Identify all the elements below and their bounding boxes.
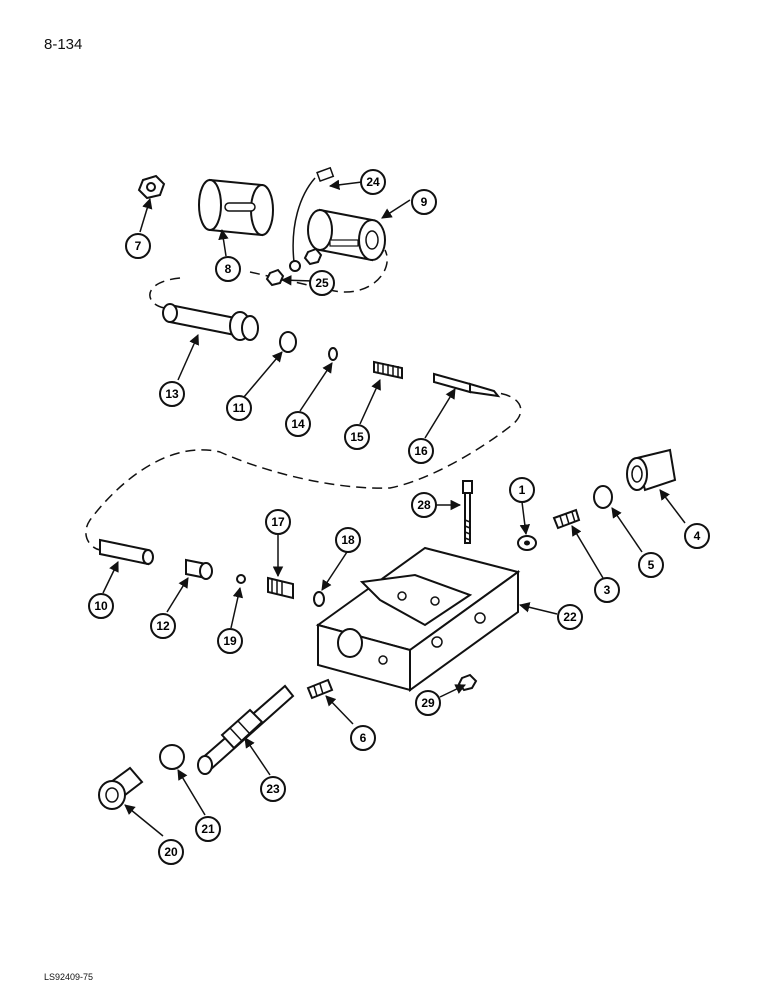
callout-8: 8 <box>215 256 241 282</box>
svg-text:14: 14 <box>291 417 305 431</box>
part-17-threaded-plug <box>267 576 294 600</box>
callout-24: 24 <box>360 169 386 195</box>
svg-text:1: 1 <box>519 483 526 497</box>
callout-10: 10 <box>88 593 114 619</box>
part-16-plunger <box>433 372 501 398</box>
callout-7: 7 <box>125 233 151 259</box>
assembly-dashed-line-middle <box>85 391 522 551</box>
callout-4: 4 <box>684 523 710 549</box>
callout-25: 25 <box>309 270 335 296</box>
part-28-bolt <box>462 480 473 544</box>
part-11-o-ring <box>279 331 297 353</box>
svg-text:20: 20 <box>164 845 178 859</box>
figure-code: LS92409-75 <box>44 972 94 982</box>
callout-14: 14 <box>285 411 311 437</box>
svg-text:3: 3 <box>604 583 611 597</box>
callout-23: 23 <box>260 776 286 802</box>
part-1-washer <box>517 535 537 551</box>
svg-text:16: 16 <box>414 444 428 458</box>
svg-text:24: 24 <box>366 175 380 189</box>
part-3-spring <box>552 508 581 530</box>
callout-29: 29 <box>415 690 441 716</box>
callout-1: 1 <box>509 477 535 503</box>
part-22-valve-body <box>315 546 521 692</box>
svg-text:19: 19 <box>223 634 237 648</box>
callout-16: 16 <box>408 438 434 464</box>
svg-text:18: 18 <box>341 533 355 547</box>
part-18-o-ring <box>313 591 325 607</box>
svg-text:29: 29 <box>421 696 435 710</box>
callout-13: 13 <box>159 381 185 407</box>
part-15-spring <box>373 360 403 380</box>
svg-text:6: 6 <box>360 731 367 745</box>
leader-lines <box>102 179 686 837</box>
svg-text:22: 22 <box>563 610 577 624</box>
callout-19: 19 <box>217 628 243 654</box>
part-14-washer <box>328 347 338 361</box>
part-19-ball <box>236 574 246 584</box>
part-9-solenoid <box>307 208 386 262</box>
svg-text:4: 4 <box>694 529 701 543</box>
svg-text:5: 5 <box>648 558 655 572</box>
callout-5: 5 <box>638 552 664 578</box>
svg-text:17: 17 <box>271 515 285 529</box>
callout-15: 15 <box>344 424 370 450</box>
callout-11: 11 <box>226 395 252 421</box>
svg-text:9: 9 <box>421 195 428 209</box>
part-20-plug <box>98 766 144 810</box>
callout-22: 22 <box>557 604 583 630</box>
part-12-plug <box>185 558 213 580</box>
svg-text:8: 8 <box>225 262 232 276</box>
callout-28: 28 <box>411 492 437 518</box>
part-29-nut <box>457 673 478 692</box>
part-23-spool <box>197 684 295 775</box>
part-24-wire-lead <box>289 166 335 272</box>
page-number: 8-134 <box>44 36 83 53</box>
part-4-fitting <box>626 448 677 492</box>
callout-20: 20 <box>158 839 184 865</box>
part-7-nut <box>137 174 166 200</box>
part-13-stem <box>162 303 259 341</box>
callout-17: 17 <box>265 509 291 535</box>
part-5-o-ring <box>593 485 613 509</box>
svg-text:11: 11 <box>233 401 246 415</box>
svg-text:23: 23 <box>266 782 280 796</box>
callout-6: 6 <box>350 725 376 751</box>
callout-18: 18 <box>335 527 361 553</box>
part-21-o-ring <box>159 744 185 770</box>
svg-text:12: 12 <box>156 619 170 633</box>
callout-3: 3 <box>594 577 620 603</box>
svg-text:10: 10 <box>94 599 108 613</box>
svg-text:7: 7 <box>135 239 142 253</box>
svg-text:25: 25 <box>315 276 329 290</box>
callout-12: 12 <box>150 613 176 639</box>
svg-text:13: 13 <box>165 387 179 401</box>
callout-21: 21 <box>195 816 221 842</box>
svg-text:28: 28 <box>417 498 431 512</box>
svg-text:15: 15 <box>350 430 364 444</box>
part-8-sleeve <box>198 178 274 237</box>
part-6-spring <box>306 678 334 700</box>
callout-9: 9 <box>411 189 437 215</box>
part-25-nuts <box>265 247 323 287</box>
assembly-dashed-line-upper <box>149 249 388 309</box>
part-10-pin <box>99 538 154 566</box>
svg-text:21: 21 <box>201 822 215 836</box>
